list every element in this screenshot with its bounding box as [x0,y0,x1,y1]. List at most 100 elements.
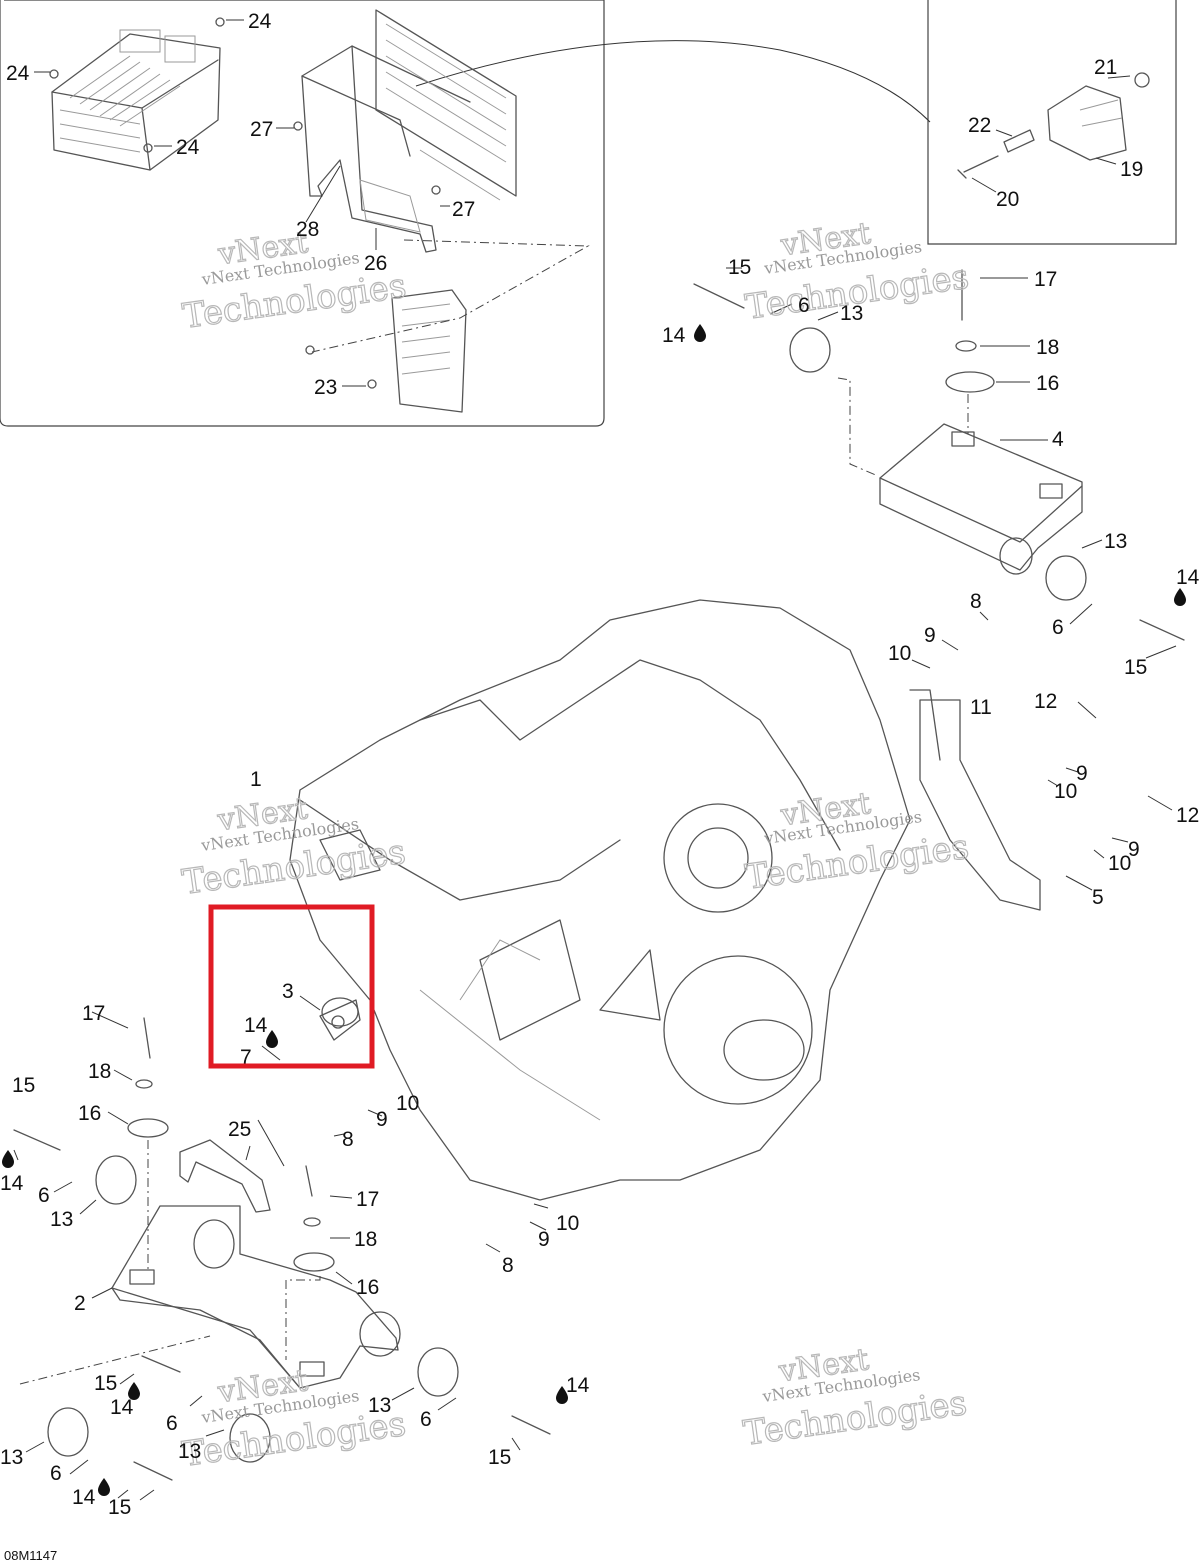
upper-mount-centerline [837,377,879,477]
callout-14: 14 [662,324,686,347]
leader-lines [13,19,1177,1501]
callout-14: 14 [1176,566,1200,589]
screw-24b [215,17,225,27]
watermark-3: vNext vNext Technologies Technologies [179,791,409,904]
callout-5: 5 [1092,886,1104,909]
callout-27: 27 [250,118,273,141]
callout-15: 15 [108,1496,131,1519]
oil-drop-icon [266,1030,278,1048]
lower-mount-centerline-b [285,1276,321,1360]
inset-frame-relay [927,0,1177,245]
oil-drop-icon [128,1382,140,1400]
screw-23b [367,379,377,389]
callout-6: 6 [420,1408,432,1431]
callout-18: 18 [88,1060,111,1083]
callout-9: 9 [1128,838,1140,861]
callout-13: 13 [178,1440,201,1463]
drawing-code: 08M1147 [4,1548,57,1563]
engine-assembly-drawing [289,599,1041,1201]
callout-14: 14 [566,1374,590,1397]
relay-drawing [957,72,1150,179]
callout-9: 9 [376,1108,388,1131]
callout-6: 6 [38,1184,50,1207]
callout-25: 25 [228,1118,251,1141]
callout-10: 10 [1108,852,1131,875]
ecu-box-drawing [391,289,467,413]
callout-4: 4 [1052,428,1064,451]
ecm-module-drawing [375,9,517,201]
callout-18: 18 [354,1228,377,1251]
callout-9: 9 [538,1228,550,1251]
oil-drop-icon [2,1150,14,1168]
callout-19: 19 [1120,158,1143,181]
callout-13: 13 [50,1208,73,1231]
engine-mount-upper [693,269,1185,641]
callout-16: 16 [78,1102,101,1125]
callout-14: 14 [244,1014,268,1037]
screw-24a [49,69,59,79]
callout-14: 14 [110,1396,134,1419]
callout-13: 13 [368,1394,391,1417]
screw-27a [293,121,303,131]
callout-24: 24 [248,10,272,33]
inset-frame-ecm [0,0,605,427]
callout-14: 14 [72,1486,96,1509]
callout-15: 15 [1124,656,1147,679]
callout-9: 9 [1076,762,1088,785]
callout-15: 15 [488,1446,511,1469]
fuse-box-drawing [51,29,221,171]
lower-mount-centerline-c [19,1335,211,1385]
callout-13: 13 [840,302,863,325]
oil-drop-icon [98,1478,110,1496]
oil-drop-icon [556,1386,568,1404]
callout-2: 2 [74,1292,86,1315]
callout-24: 24 [6,62,30,85]
callout-18: 18 [1036,336,1059,359]
highlight-box [208,904,375,1069]
callout-10: 10 [556,1212,579,1235]
screw-23a [305,345,315,355]
watermark-4: vNext vNext Technologies Technologies [742,785,972,898]
engine-mount-lower [13,999,551,1481]
ecm-assembly-centerline [311,239,590,353]
callout-20: 20 [996,188,1019,211]
callout-27: 27 [452,198,475,221]
callout-23: 23 [314,376,337,399]
callout-7: 7 [240,1046,252,1069]
oil-drop-icon [1174,588,1186,606]
callout-8: 8 [502,1254,514,1277]
callout-17: 17 [82,1002,105,1025]
callout-13: 13 [1104,530,1127,553]
callout-28: 28 [296,218,319,241]
oil-drop-icon [694,324,706,342]
callout-17: 17 [356,1188,379,1211]
callout-26: 26 [364,252,387,275]
callout-8: 8 [970,590,982,613]
callout-labels: 24 24 24 27 27 28 26 23 21 22 19 20 15 1… [0,10,1200,1519]
oil-drop-icons [2,324,1186,1496]
callout-6: 6 [798,294,810,317]
callout-21: 21 [1094,56,1117,79]
callout-6: 6 [50,1462,62,1485]
callout-15: 15 [94,1372,117,1395]
callout-16: 16 [1036,372,1059,395]
callout-10: 10 [1054,780,1077,803]
callout-10: 10 [396,1092,419,1115]
callout-14: 14 [0,1172,24,1195]
callout-6: 6 [166,1412,178,1435]
watermark-6: vNext vNext Technologies Technologies [740,1342,970,1455]
callout-16: 16 [356,1276,379,1299]
callout-12: 12 [1034,690,1057,713]
inset-connector-line [415,40,931,123]
callout-12: 12 [1176,804,1199,827]
callout-3: 3 [282,980,294,1003]
callout-6: 6 [1052,616,1064,639]
callout-10: 10 [888,642,911,665]
callout-9: 9 [924,624,936,647]
callout-17: 17 [1034,268,1057,291]
callout-13: 13 [0,1446,23,1469]
callout-8: 8 [342,1128,354,1151]
callout-24: 24 [176,136,200,159]
screw-24c [143,143,153,153]
